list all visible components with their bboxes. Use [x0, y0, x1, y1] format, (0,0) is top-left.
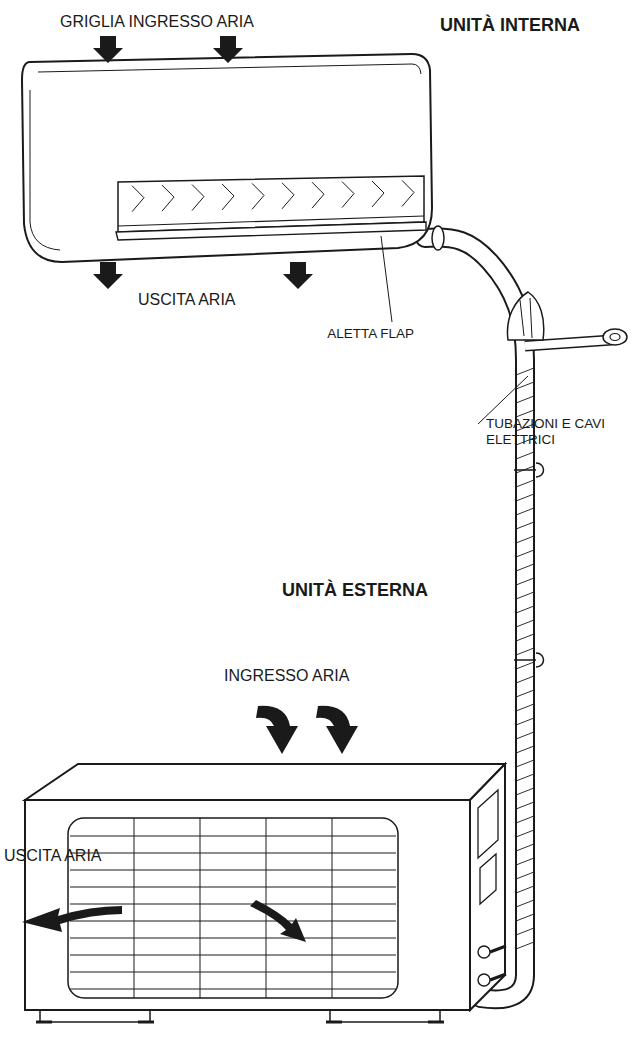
part-label: USCITA ARIA	[138, 290, 298, 309]
part-label: USCITA ARIA	[4, 846, 134, 865]
part-label: GRIGLIA INGRESSO ARIA	[60, 12, 360, 31]
unit-title: UNITÀ INTERNA	[440, 15, 630, 37]
part-label: ALETTA FLAP	[326, 326, 414, 342]
part-label: INGRESSO ARIA	[224, 666, 394, 685]
outdoor-unit	[25, 764, 506, 1022]
unit-title: UNITÀ ESTERNA	[282, 580, 482, 602]
leader-line	[381, 236, 392, 322]
indoor-unit	[22, 54, 432, 262]
part-label: TUBAZIONI E CAVI ELETTRICI	[486, 416, 622, 448]
